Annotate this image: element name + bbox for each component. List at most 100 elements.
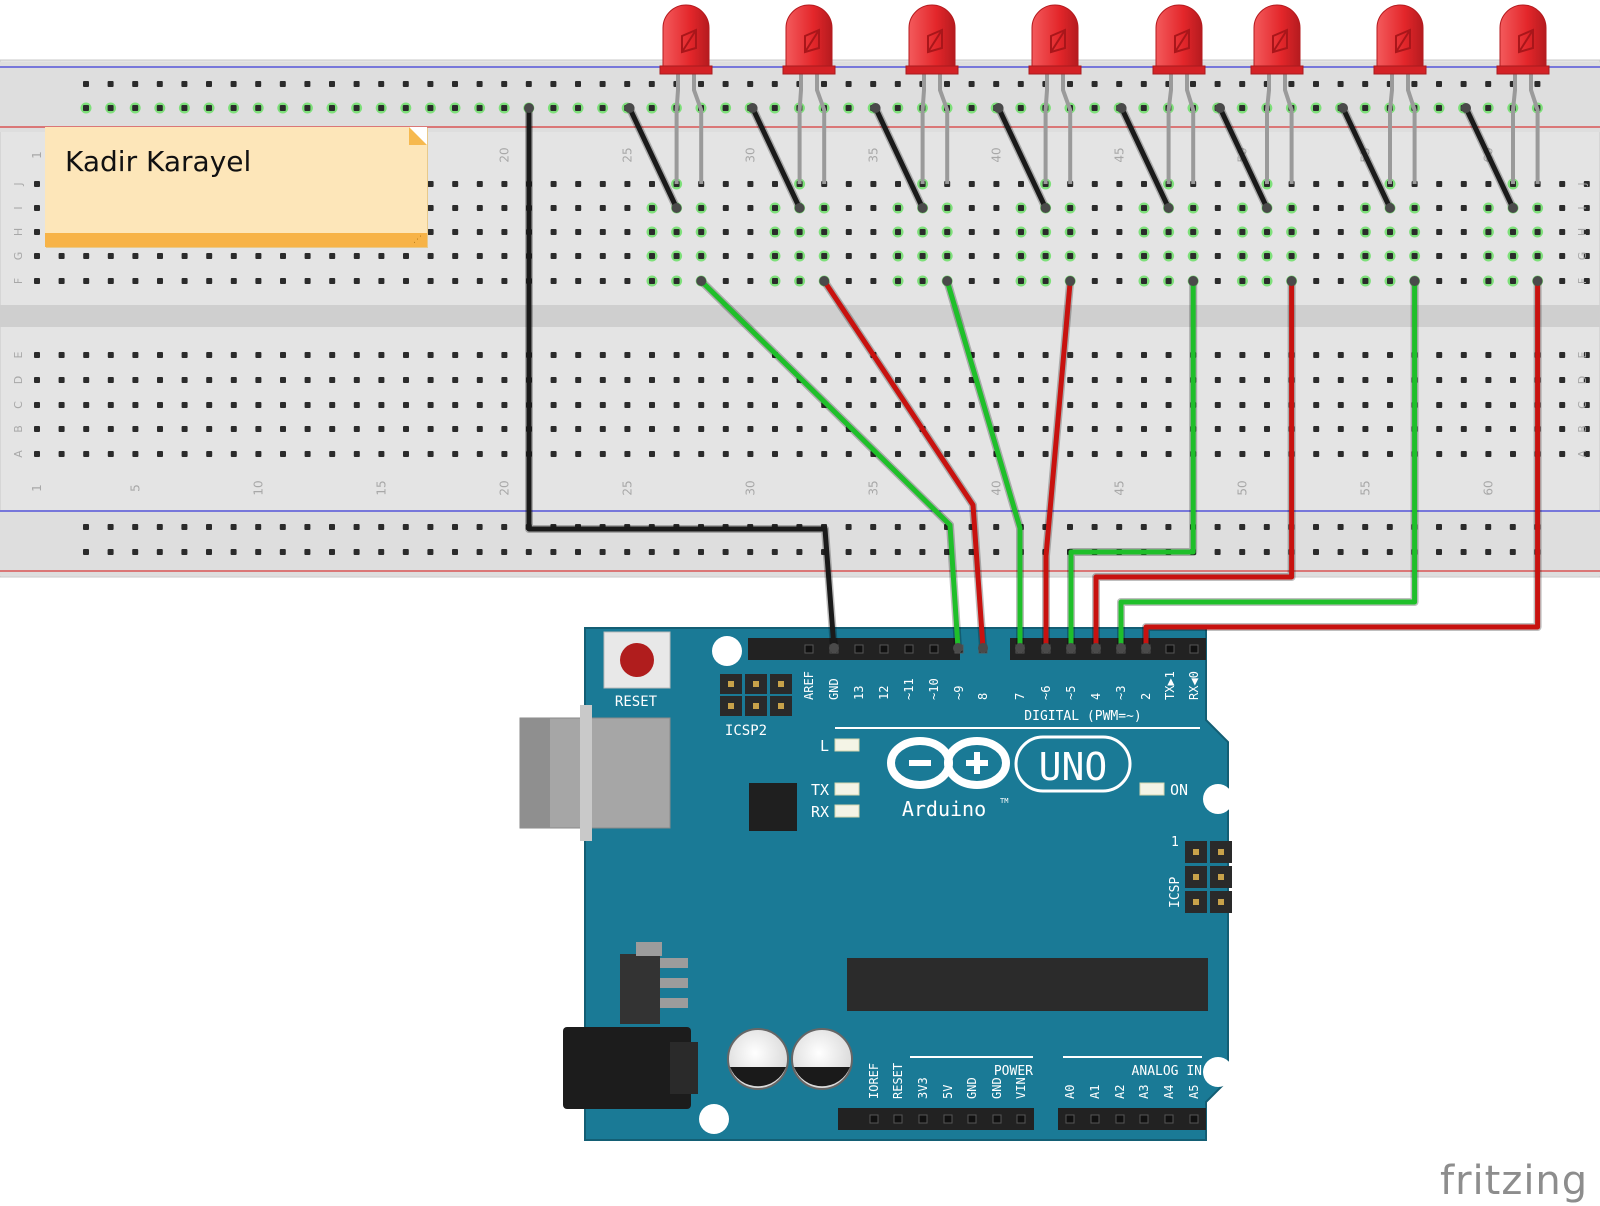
led-lead-cathode	[1166, 70, 1173, 184]
mounting-hole	[699, 1104, 729, 1134]
breadboard-hole	[1264, 229, 1270, 235]
wire-ground	[526, 105, 837, 651]
breadboard-hole	[870, 549, 877, 555]
breadboard-hole	[403, 426, 409, 432]
row-letter-left: B	[12, 425, 25, 433]
digital-pin	[929, 644, 939, 654]
breadboard-hole	[550, 451, 557, 457]
wire-end	[624, 103, 635, 113]
breadboard-hole	[624, 377, 631, 383]
led-rim	[1373, 65, 1427, 75]
led-l-label: L	[820, 737, 829, 755]
regulator-lead	[660, 978, 688, 988]
breadboard-hole	[452, 229, 459, 235]
breadboard-hole	[1362, 81, 1369, 87]
breadboard-hole	[1337, 402, 1344, 408]
breadboard-hole	[476, 402, 483, 408]
breadboard-hole	[1436, 451, 1443, 457]
breadboard-hole	[279, 549, 286, 555]
breadboard-hole	[329, 451, 336, 457]
power-pin	[893, 1114, 903, 1124]
breadboard-hole	[1485, 105, 1492, 111]
breadboard-hole	[255, 549, 262, 555]
breadboard-hole	[599, 253, 606, 259]
breadboard-hole	[599, 81, 606, 87]
breadboard-hole	[279, 105, 286, 111]
breadboard-hole	[1091, 524, 1098, 530]
power-pin	[943, 1114, 953, 1124]
breadboard-hole	[1362, 205, 1369, 211]
breadboard-hole	[993, 81, 1000, 87]
logo-ring-right	[944, 737, 1010, 789]
voltage-regulator	[620, 954, 660, 1024]
breadboard-hole	[673, 229, 680, 235]
breadboard-hole	[1362, 426, 1369, 432]
breadboard-hole	[772, 451, 778, 457]
breadboard-hole	[1485, 451, 1492, 457]
breadboard-hole	[1042, 253, 1049, 259]
breadboard-hole	[353, 426, 360, 432]
breadboard-hole	[1559, 426, 1566, 432]
analog-pin-label: A4	[1162, 1085, 1176, 1099]
breadboard-hole	[624, 205, 631, 211]
breadboard-hole	[501, 377, 508, 383]
breadboard-hole	[1583, 426, 1590, 432]
breadboard-hole	[796, 451, 803, 457]
breadboard-hole	[772, 205, 778, 211]
breadboard-hole	[1436, 377, 1443, 383]
breadboard-hole	[1387, 253, 1393, 259]
breadboard-hole	[501, 105, 508, 111]
breadboard-hole	[1165, 524, 1172, 530]
breadboard-hole	[34, 402, 40, 408]
wire-end	[1091, 643, 1101, 653]
breadboard-hole	[796, 426, 803, 432]
breadboard-hole	[132, 549, 139, 555]
breadboard-hole	[944, 377, 951, 383]
breadboard-hole	[1141, 377, 1147, 383]
breadboard-hole	[181, 549, 188, 555]
breadboard-hole	[206, 426, 213, 432]
breadboard-hole	[895, 402, 901, 408]
breadboard-hole	[1091, 377, 1098, 383]
row-letter-left: I	[12, 206, 25, 209]
breadboard-hole	[1510, 377, 1516, 383]
breadboard-hole	[747, 229, 754, 235]
breadboard-hole	[206, 253, 213, 259]
breadboard-hole	[747, 181, 754, 187]
breadboard-hole	[1510, 402, 1516, 408]
note-resize-grip[interactable]: ⋰	[413, 235, 422, 245]
led-lead-cathode	[674, 70, 680, 184]
breadboard-hole	[181, 377, 188, 383]
breadboard-hole	[845, 352, 852, 358]
wire-cathode-jumper	[996, 105, 1049, 211]
regulator-lead	[660, 958, 688, 968]
breadboard-hole	[1264, 426, 1270, 432]
wire-led4-pin6	[1043, 278, 1073, 651]
breadboard-hole	[452, 549, 458, 555]
breadboard-hole	[993, 181, 1000, 187]
breadboard-hole	[1091, 105, 1098, 111]
digital-pin-label: 13	[852, 686, 866, 700]
breadboard-hole	[1042, 229, 1049, 235]
breadboard-hole	[1387, 352, 1393, 358]
breadboard-hole	[1190, 81, 1196, 87]
breadboard-hole	[181, 81, 188, 87]
icsp2-pin-metal	[778, 681, 784, 687]
icsp-pin1-label: 1	[1171, 835, 1179, 850]
breadboard-hole	[1337, 451, 1344, 457]
breadboard-hole	[624, 549, 631, 555]
wire-end	[1385, 203, 1395, 213]
breadboard-hole	[255, 81, 262, 87]
breadboard-hole	[1411, 253, 1418, 259]
breadboard-hole	[1091, 278, 1098, 284]
breadboard-hole	[83, 253, 90, 259]
breadboard-hole	[1313, 181, 1320, 187]
led-on	[1139, 782, 1165, 796]
breadboard-hole	[1583, 352, 1590, 358]
wire-end	[794, 203, 805, 213]
breadboard-hole	[378, 451, 385, 457]
trademark: TM	[1000, 797, 1008, 805]
sticky-note[interactable]: Kadir Karayel ⋰	[45, 127, 427, 247]
breadboard-hole	[353, 81, 360, 87]
row-letter-right: D	[1576, 376, 1589, 384]
